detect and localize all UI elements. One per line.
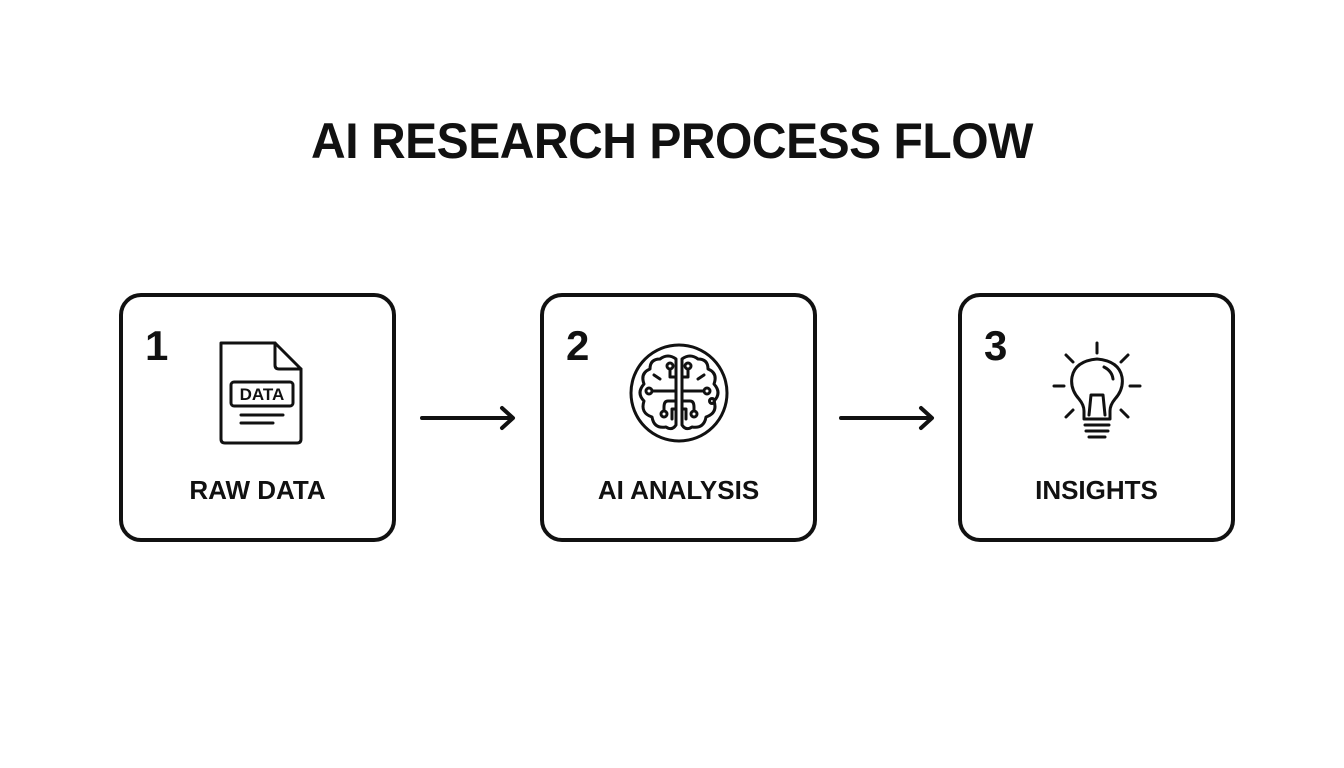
step-insights: 3 INSIGHTS <box>958 293 1235 542</box>
step-number: 1 <box>145 322 169 369</box>
arrow-right-icon <box>837 403 937 433</box>
step-number: 2 <box>566 322 590 369</box>
step-ai-analysis: 2 AI ANALYSIS <box>540 293 817 542</box>
step-label: AI ANALYSIS <box>597 475 760 505</box>
step-label: INSIGHTS <box>1035 475 1158 505</box>
arrow-right-icon <box>418 403 518 433</box>
step-raw-data: 1 DATA RAW DATA <box>119 293 396 542</box>
data-label: DATA <box>239 385 284 404</box>
lightbulb-icon <box>1042 339 1152 449</box>
step-label: RAW DATA <box>189 475 326 505</box>
step-number: 3 <box>984 322 1008 369</box>
diagram-title: AI RESEARCH PROCESS FLOW <box>311 113 1033 169</box>
circuit-brain-icon <box>624 339 734 449</box>
data-document-icon: DATA <box>203 339 313 449</box>
